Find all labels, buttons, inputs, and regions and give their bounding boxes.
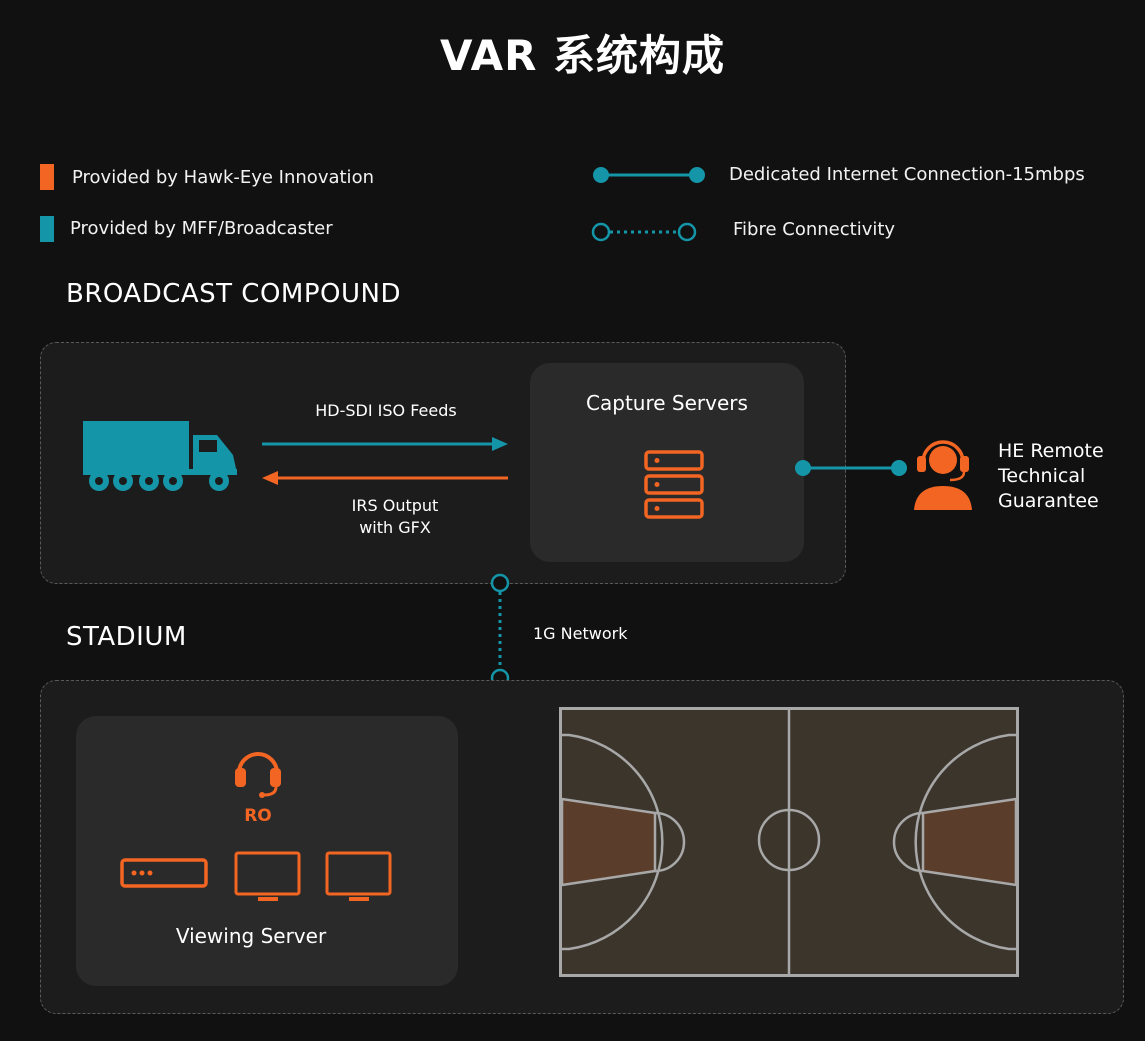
he-remote-line3: Guarantee — [998, 490, 1099, 512]
viewing-server-card — [76, 716, 458, 986]
legend-solid-connection-icon — [593, 167, 705, 183]
legend-dotted-connection-icon — [591, 222, 697, 242]
broadcast-compound-title: BROADCAST COMPOUND — [66, 279, 402, 309]
feed-in-label: HD-SDI ISO Feeds — [315, 401, 457, 420]
fibre-network-link — [490, 573, 510, 688]
headset-operator-icon — [914, 440, 972, 510]
feed-out-label-line1: IRS Output — [351, 496, 439, 515]
feed-out-label-line2: with GFX — [359, 518, 431, 537]
headset-icon — [235, 752, 281, 798]
network-label: 1G Network — [533, 624, 628, 643]
internet-connection-line — [795, 460, 907, 476]
he-remote-line2: Technical — [998, 465, 1086, 487]
he-remote-line1: HE Remote — [998, 440, 1104, 462]
server-unit-icon — [120, 858, 208, 888]
legend-label-broadcaster: Provided by MFF/Broadcaster — [70, 218, 333, 239]
legend-swatch-hawkeye — [40, 164, 54, 190]
monitor-icon — [234, 851, 301, 901]
page-title: VAR 系统构成 — [439, 31, 726, 80]
legend-label-internet: Dedicated Internet Connection-15mbps — [729, 164, 1085, 185]
truck-icon — [83, 421, 237, 491]
feed-out-arrow — [262, 471, 508, 485]
viewing-server-title: Viewing Server — [175, 924, 327, 948]
basketball-court — [559, 707, 1019, 977]
capture-servers-title: Capture Servers — [586, 391, 748, 415]
capture-servers-card — [530, 363, 804, 562]
legend-label-hawkeye: Provided by Hawk-Eye Innovation — [72, 167, 374, 188]
stadium-title: STADIUM — [66, 622, 187, 652]
server-stack-icon — [644, 450, 704, 519]
legend-label-fibre: Fibre Connectivity — [733, 219, 896, 240]
feed-in-arrow — [262, 437, 508, 451]
monitor-icon — [325, 851, 392, 901]
ro-label: RO — [244, 806, 272, 826]
legend-swatch-broadcaster — [40, 216, 54, 242]
